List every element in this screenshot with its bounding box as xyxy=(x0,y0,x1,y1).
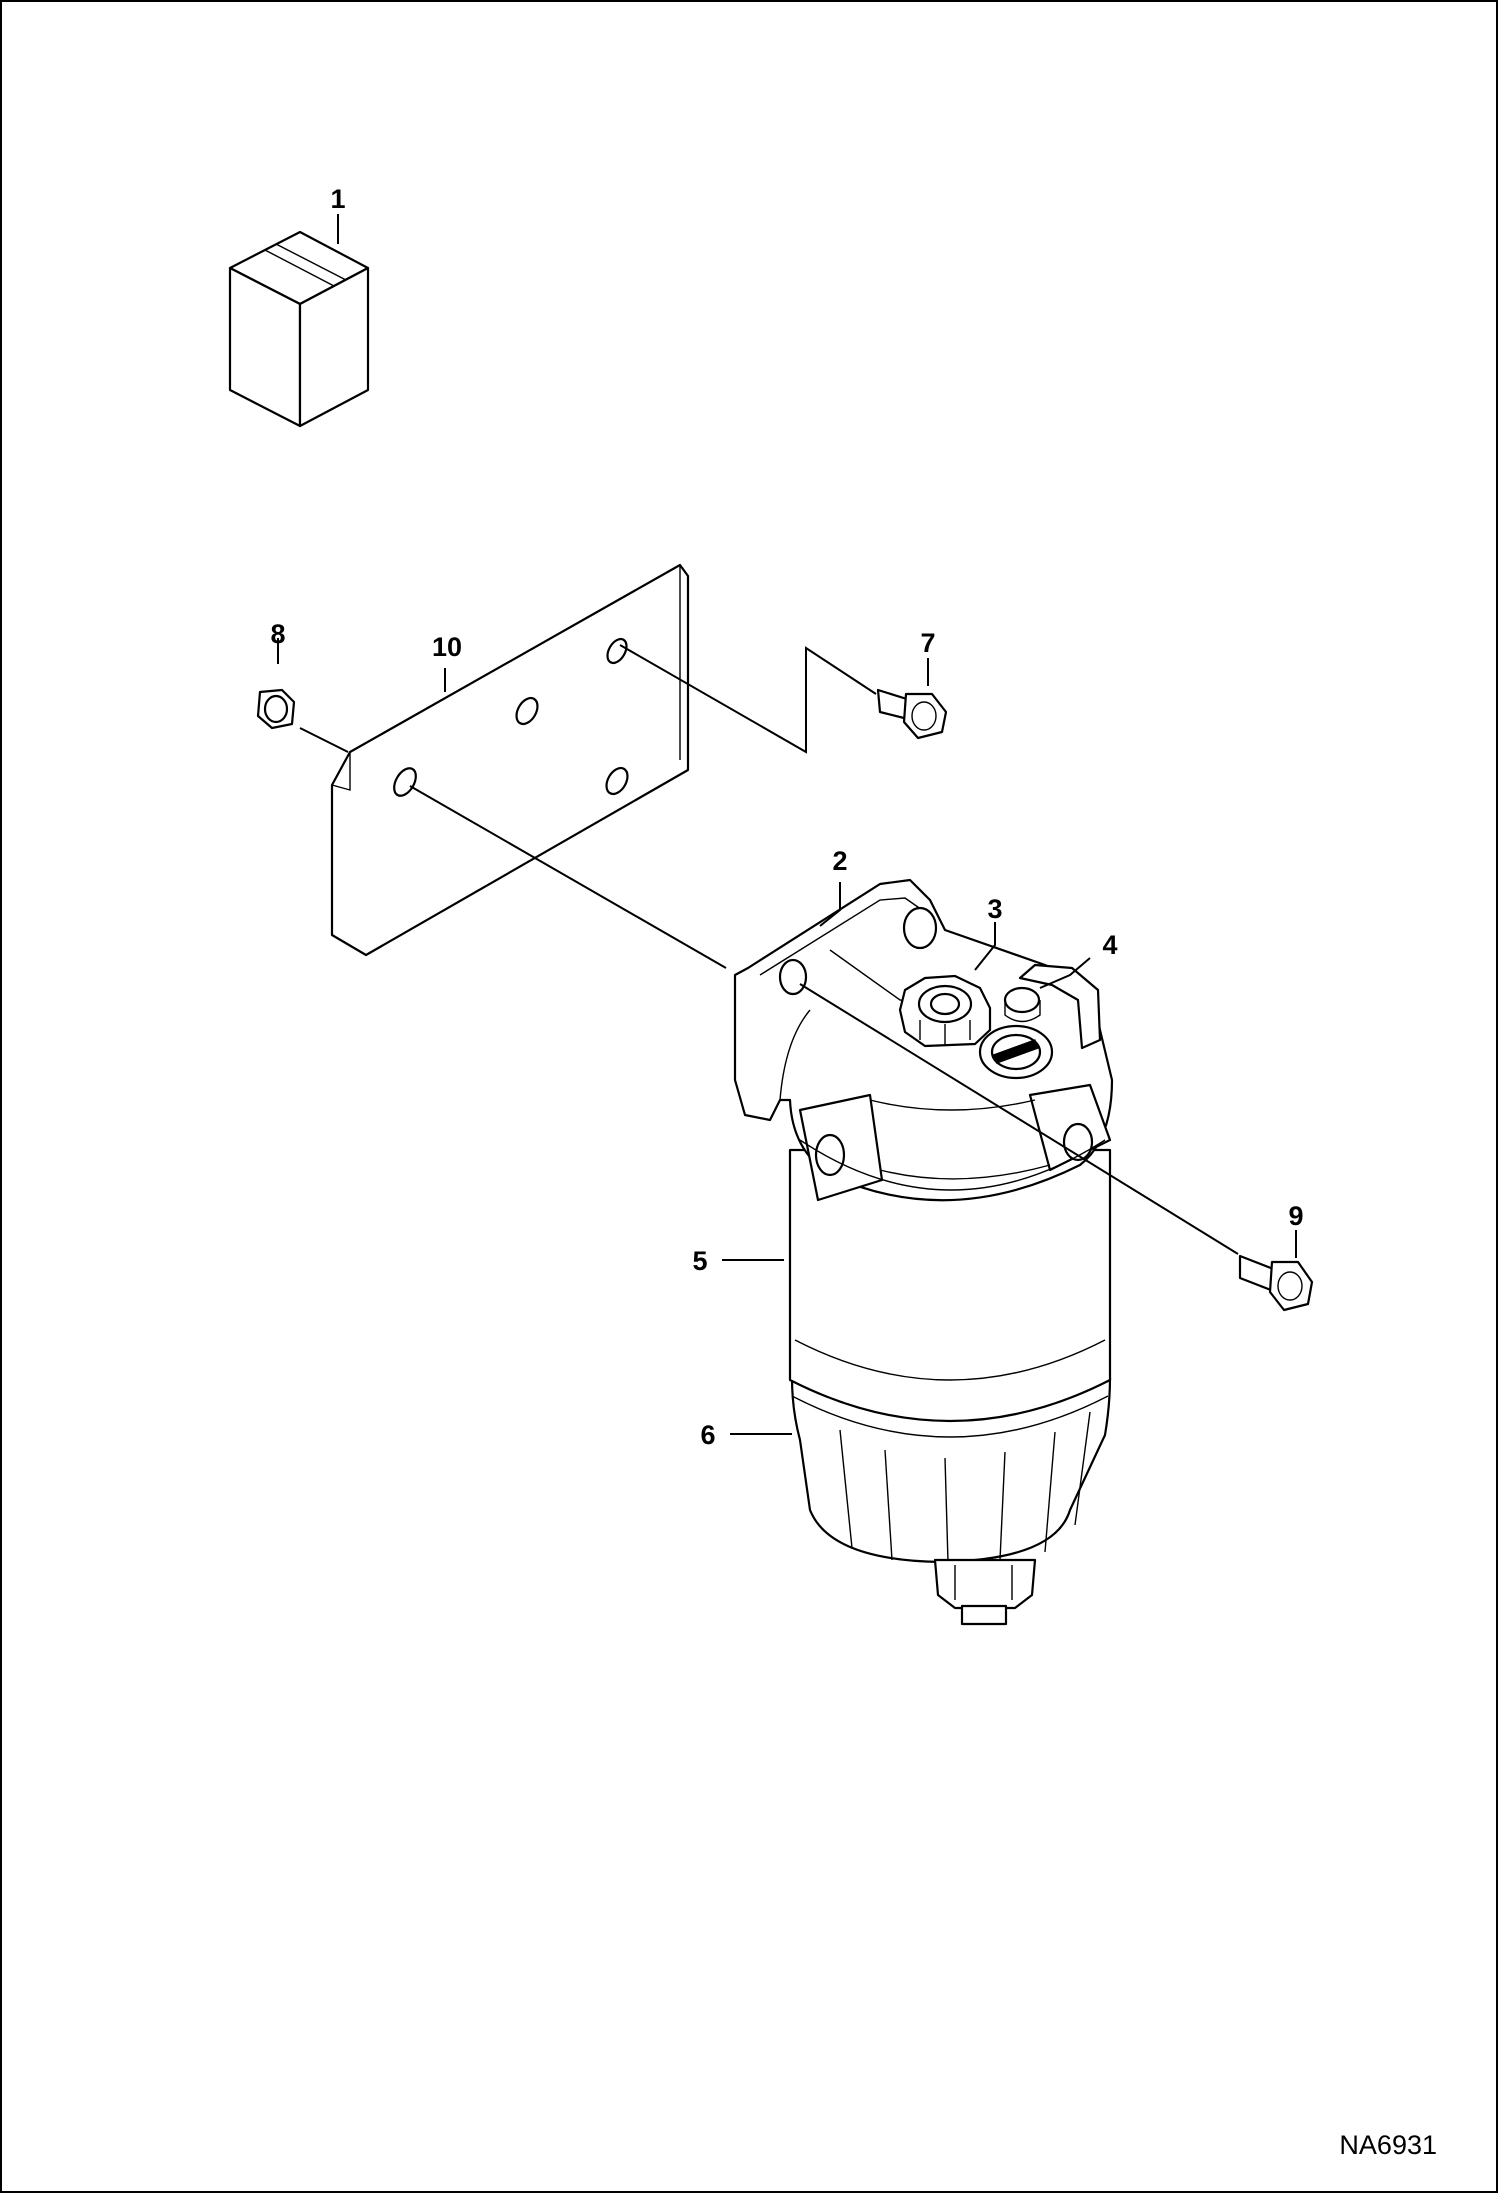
callout-2: 2 xyxy=(832,846,847,876)
callout-9: 9 xyxy=(1288,1201,1303,1231)
callout-7: 7 xyxy=(920,628,935,658)
callout-6: 6 xyxy=(700,1420,715,1450)
assembly-line-8 xyxy=(299,727,349,753)
assembly-line-7 xyxy=(619,644,877,754)
callout-5: 5 xyxy=(692,1246,707,1276)
assembly-line-head-9 xyxy=(799,983,1239,1255)
callout-8: 8 xyxy=(270,619,285,649)
part-9-bolt xyxy=(1238,1254,1314,1312)
assembly-line-10-head xyxy=(409,785,727,969)
callout-4: 4 xyxy=(1102,930,1117,960)
leader-3 xyxy=(974,922,996,971)
figure-id: NA6931 xyxy=(1339,2130,1437,2160)
part-1-kit-box xyxy=(228,230,370,428)
leader-2 xyxy=(819,882,841,927)
part-10-mounting-bracket xyxy=(330,563,690,957)
callout-1: 1 xyxy=(330,184,345,214)
callout-10: 10 xyxy=(432,632,462,662)
fuel-filter-assembly xyxy=(733,878,1114,1626)
callout-3: 3 xyxy=(987,894,1002,924)
leader-4 xyxy=(1039,957,1091,989)
part-7-bolt xyxy=(876,688,948,740)
part-8-nut xyxy=(256,688,296,730)
